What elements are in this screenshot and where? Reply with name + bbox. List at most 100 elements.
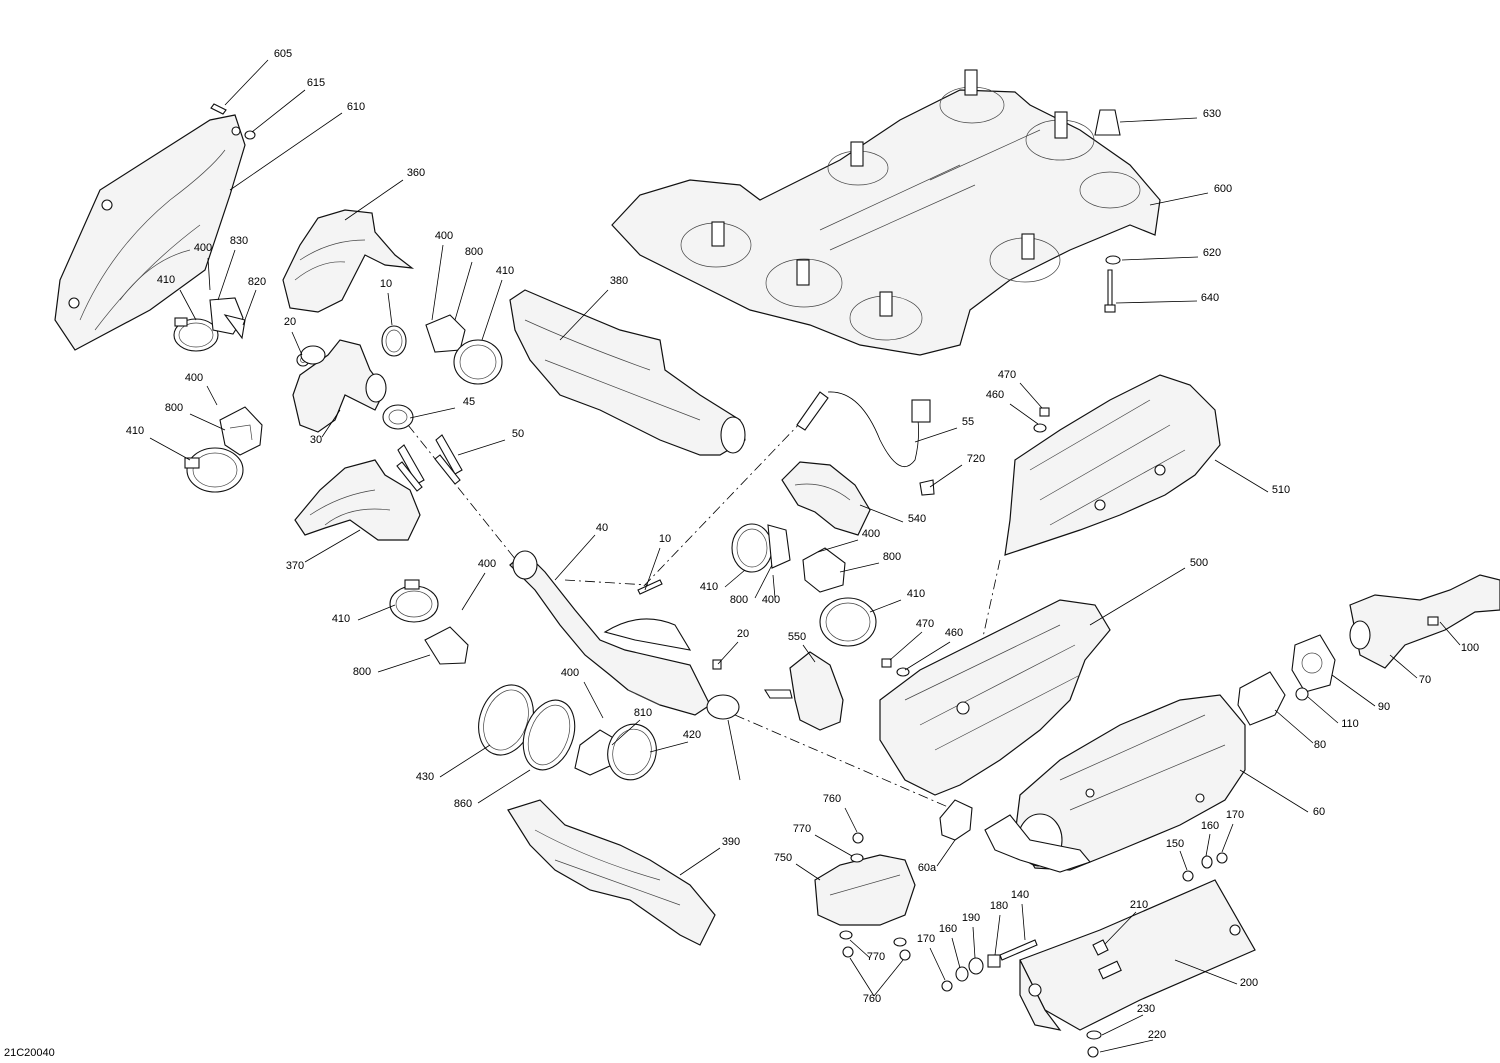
gasket-10-lower xyxy=(637,579,663,595)
callout-30: 30 xyxy=(310,434,322,446)
callout-750: 750 xyxy=(774,852,792,864)
callout-360: 360 xyxy=(407,167,425,179)
callout-605: 605 xyxy=(274,48,292,60)
callout-370: 370 xyxy=(286,560,304,572)
washer-460-lower xyxy=(896,667,910,677)
callout-770: 770 xyxy=(867,951,885,963)
callout-400: 400 xyxy=(862,528,880,540)
diagram-id-label: 21C20040 xyxy=(4,1047,55,1059)
callout-210: 210 xyxy=(1130,899,1148,911)
hardware-150-170 xyxy=(1182,852,1228,882)
callout-50: 50 xyxy=(512,428,524,440)
callout-410: 410 xyxy=(907,588,925,600)
nut-220 xyxy=(1087,1046,1099,1058)
callout-640: 640 xyxy=(1201,292,1219,304)
callout-100: 100 xyxy=(1461,642,1479,654)
callout-615: 615 xyxy=(307,77,325,89)
callout-400: 400 xyxy=(762,594,780,606)
callout-400: 400 xyxy=(435,230,453,242)
heat-shield-750 xyxy=(814,854,916,926)
callout-800: 800 xyxy=(883,551,901,563)
callout-10: 10 xyxy=(380,278,392,290)
washer-620 xyxy=(1105,255,1121,265)
callout-800: 800 xyxy=(465,246,483,258)
callout-400: 400 xyxy=(194,242,212,254)
heat-shield-390 xyxy=(507,799,716,946)
callout-550: 550 xyxy=(788,631,806,643)
seal-45 xyxy=(382,404,414,430)
callout-760: 760 xyxy=(863,993,881,1005)
callout-190: 190 xyxy=(962,912,980,924)
callout-400: 400 xyxy=(478,558,496,570)
callout-230: 230 xyxy=(1137,1003,1155,1015)
clamp-410-left-upper xyxy=(173,317,219,352)
band-860 xyxy=(522,699,576,771)
leader-lines xyxy=(149,59,1461,1053)
callout-410: 410 xyxy=(496,265,514,277)
tailpipe-70 xyxy=(1349,574,1500,669)
bracket-200 xyxy=(1019,879,1256,1031)
heat-shield-360 xyxy=(282,209,415,313)
heat-shield-540 xyxy=(781,461,871,536)
callout-430: 430 xyxy=(416,771,434,783)
clip-720 xyxy=(919,479,935,496)
callout-160: 160 xyxy=(1201,820,1219,832)
callout-500: 500 xyxy=(1190,557,1208,569)
washer-615 xyxy=(244,130,256,140)
heat-shield-550 xyxy=(764,651,844,731)
bolt-470-upper xyxy=(1039,407,1050,417)
heat-shield-500 xyxy=(879,599,1111,796)
callout-460: 460 xyxy=(986,389,1004,401)
callout-410: 410 xyxy=(157,274,175,286)
springs-50 xyxy=(396,434,463,492)
callout-460: 460 xyxy=(945,627,963,639)
callout-70: 70 xyxy=(1419,674,1431,686)
clamp-410-right-upper xyxy=(731,523,773,573)
callout-600: 600 xyxy=(1214,183,1232,195)
callout-760: 760 xyxy=(823,793,841,805)
callout-800: 800 xyxy=(165,402,183,414)
callout-170: 170 xyxy=(1226,809,1244,821)
nut-20-lower xyxy=(712,659,722,670)
standoffs-630 xyxy=(711,69,1121,317)
clamp-410-right-lower xyxy=(819,597,877,647)
clamp-410-upper xyxy=(453,339,503,385)
clamp-800-left xyxy=(219,406,263,456)
callout-420: 420 xyxy=(683,729,701,741)
clamp-half-830 xyxy=(209,297,246,340)
callout-410: 410 xyxy=(700,581,718,593)
front-pipe-40 xyxy=(509,550,740,720)
callout-90: 90 xyxy=(1378,701,1390,713)
bolt-640 xyxy=(1104,269,1116,313)
callout-400: 400 xyxy=(561,667,579,679)
bolt-470-lower xyxy=(881,658,892,668)
clamp-800-upper xyxy=(425,314,466,353)
callout-510: 510 xyxy=(1272,484,1290,496)
nut-110 xyxy=(1295,687,1309,701)
gasket-10-upper xyxy=(381,325,407,357)
washer-460-upper xyxy=(1033,423,1047,433)
callout-830: 830 xyxy=(230,235,248,247)
heat-shield-510 xyxy=(1004,374,1221,556)
callout-150: 150 xyxy=(1166,838,1184,850)
callout-20: 20 xyxy=(737,628,749,640)
elbow-30 xyxy=(292,339,387,433)
callout-860: 860 xyxy=(454,798,472,810)
callout-170: 170 xyxy=(917,933,935,945)
callout-110: 110 xyxy=(1341,718,1359,730)
callout-400: 400 xyxy=(185,372,203,384)
muffler-60 xyxy=(984,694,1246,873)
callout-45: 45 xyxy=(463,396,475,408)
heat-shield-370 xyxy=(294,459,421,541)
callout-410: 410 xyxy=(332,613,350,625)
clamp-410-mid xyxy=(389,579,439,623)
clamp-800-right-upper xyxy=(767,524,791,569)
callout-820: 820 xyxy=(248,276,266,288)
callout-720: 720 xyxy=(967,453,985,465)
gasket-90 xyxy=(1291,634,1336,693)
clamp-800-mid xyxy=(424,626,469,665)
callout-770: 770 xyxy=(793,823,811,835)
callout-60a: 60a xyxy=(918,862,937,874)
